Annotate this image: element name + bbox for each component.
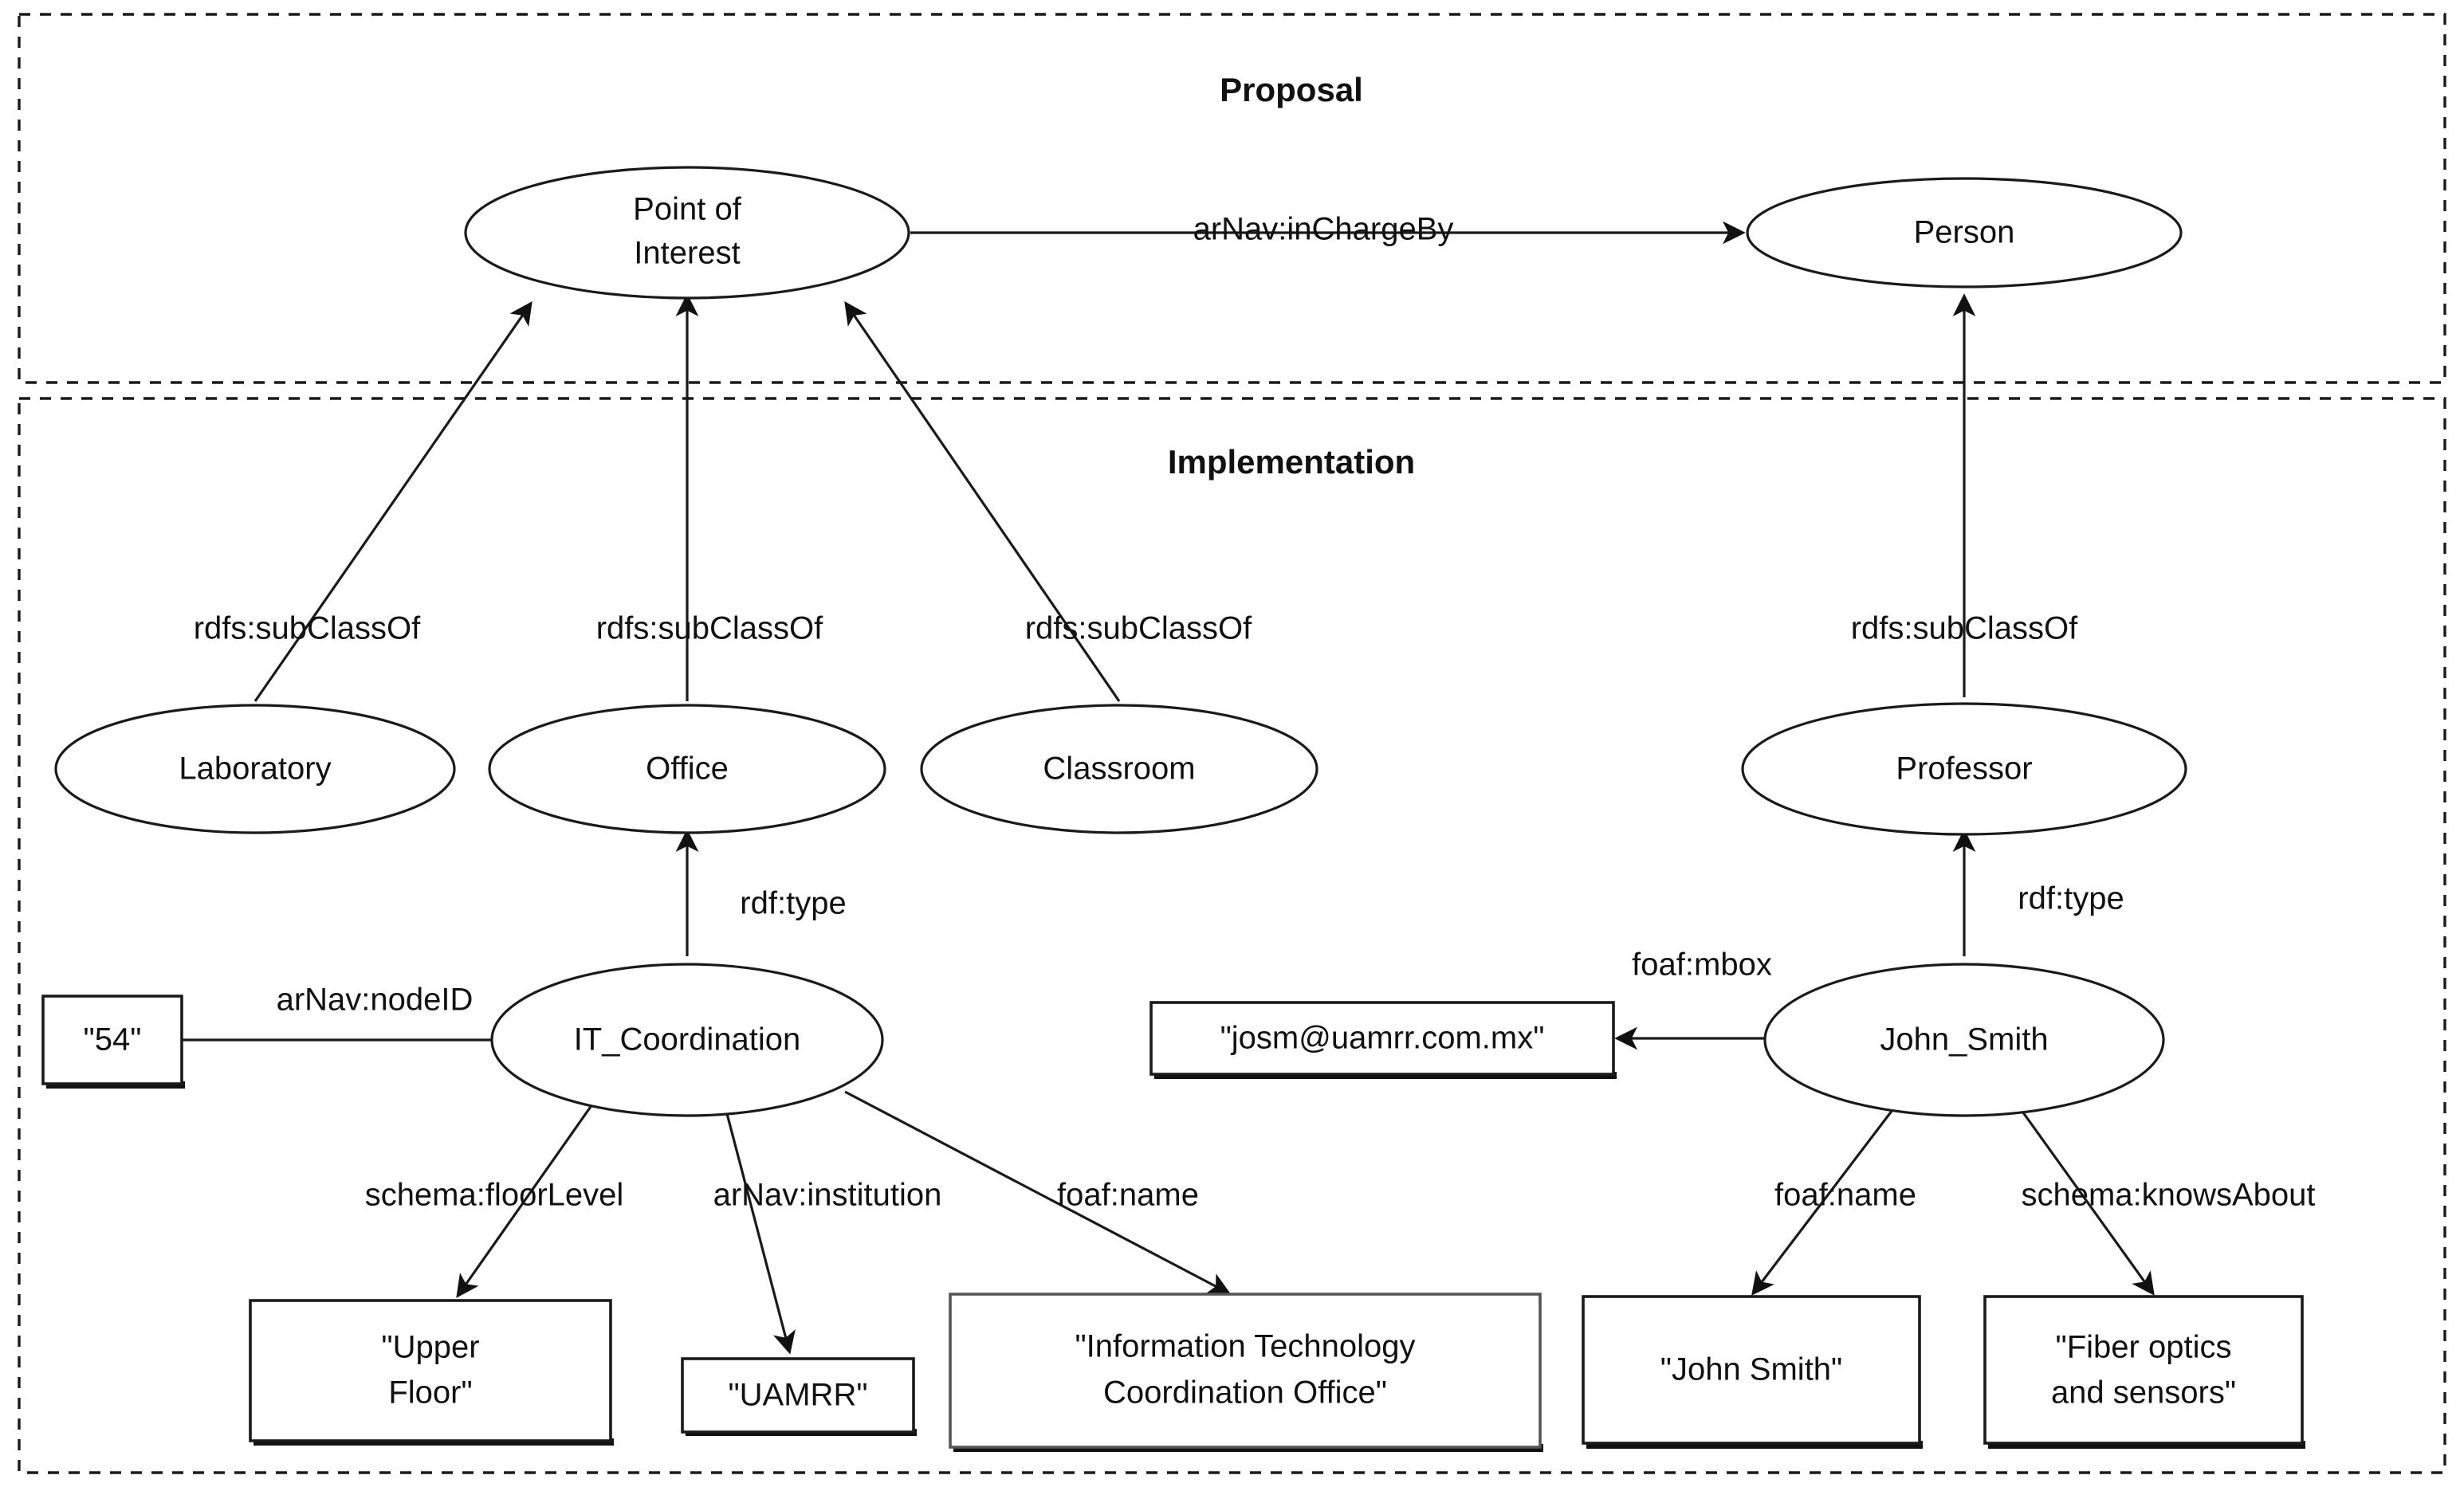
literal-mbox-text: "josm@uamrr.com.mx": [1220, 1021, 1545, 1056]
literal-upper-floor-box[interactable]: [249, 1299, 612, 1442]
node-point-of-interest[interactable]: Point of Interest: [464, 166, 910, 300]
literal-mbox-box[interactable]: [1149, 1001, 1615, 1076]
laboratory-ellipse[interactable]: [54, 704, 456, 834]
literal-it-office-text-line2: Coordination Office": [1103, 1375, 1387, 1410]
point-of-interest-ellipse[interactable]: [464, 166, 910, 300]
node-professor[interactable]: Professor: [1741, 702, 2187, 836]
edge-label-arnav-inchargeby: arNav:inChargeBy: [1193, 212, 1454, 247]
edge-label-office-subclassof: rdfs:subClassOf: [596, 611, 823, 646]
literal-node-it-office[interactable]: "Information Technology Coordination Off…: [949, 1293, 1543, 1452]
literal-node-uamrr[interactable]: "UAMRR": [681, 1357, 917, 1436]
node-laboratory[interactable]: Laboratory: [54, 704, 456, 834]
edge-label-foaf-name-itc: foaf:name: [1057, 1178, 1199, 1213]
literal-john-smith-name-text: "John Smith": [1660, 1352, 1843, 1387]
office-label: Office: [646, 751, 729, 787]
node-office[interactable]: Office: [488, 704, 886, 834]
edge-classroom-subclassof: [844, 301, 1121, 702]
literal-fiber-box[interactable]: [1983, 1295, 2304, 1445]
edge-label-classroom-subclassof: rdfs:subClassOf: [1025, 611, 1252, 646]
edge-label-foaf-name-js: foaf:name: [1774, 1178, 1916, 1213]
literal-john-smith-name-shadow: [1586, 1441, 1923, 1449]
professor-label: Professor: [1896, 751, 2032, 787]
group-frame-proposal: [18, 13, 2446, 384]
node-person[interactable]: Person: [1746, 177, 2183, 288]
literal-upper-floor-text-line1: "Upper: [381, 1330, 479, 1365]
literal-node-upper-floor[interactable]: "Upper Floor": [249, 1299, 614, 1446]
office-ellipse[interactable]: [488, 704, 886, 834]
john-smith-label: John_Smith: [1880, 1022, 2048, 1057]
edge-laboratory-subclassof: [253, 301, 532, 702]
literal-54-text: "54": [84, 1022, 142, 1057]
edge-label-professor-subclassof: rdfs:subClassOf: [1851, 611, 2078, 646]
node-it-coordination[interactable]: IT_Coordination: [490, 963, 884, 1117]
edge-foaf-name-js: [1751, 1103, 1899, 1296]
group-title-implementation: Implementation: [1168, 443, 1415, 481]
it-coordination-ellipse[interactable]: [490, 963, 884, 1117]
literal-john-smith-name-box[interactable]: [1582, 1295, 1921, 1445]
literal-fiber-text-line2: and sensors": [2051, 1375, 2236, 1410]
classroom-ellipse[interactable]: [920, 704, 1318, 834]
literal-upper-floor-text-line2: Floor": [388, 1375, 472, 1410]
literal-fiber-shadow: [1988, 1441, 2305, 1449]
literal-fiber-text-line1: "Fiber optics: [2056, 1330, 2232, 1365]
person-ellipse[interactable]: [1746, 177, 2183, 288]
professor-ellipse[interactable]: [1741, 702, 2187, 836]
classroom-label: Classroom: [1043, 751, 1195, 787]
group-title-proposal: Proposal: [1220, 71, 1363, 108]
literal-uamrr-box[interactable]: [681, 1357, 915, 1434]
literal-node-mbox[interactable]: "josm@uamrr.com.mx": [1149, 1001, 1617, 1079]
literal-it-office-text-line1: "Information Technology: [1075, 1329, 1415, 1364]
literal-it-office-box[interactable]: [949, 1293, 1542, 1449]
edge-label-arnav-nodeid: arNav:nodeID: [277, 983, 474, 1018]
edge-foaf-name-itc: [844, 1090, 1232, 1295]
literal-54-box[interactable]: [41, 995, 183, 1085]
laboratory-label: Laboratory: [179, 751, 331, 787]
edge-label-johnsmith-rdftype: rdf:type: [2018, 881, 2124, 916]
edge-label-laboratory-subclassof: rdfs:subClassOf: [194, 611, 421, 646]
edge-schema-knowsabout: [2015, 1103, 2155, 1296]
group-frame-implementation: [18, 397, 2446, 1474]
edge-label-itcoordination-rdftype: rdf:type: [740, 886, 846, 921]
edge-schema-floorlevel: [456, 1101, 595, 1298]
john-smith-ellipse[interactable]: [1763, 963, 2165, 1117]
edge-label-schema-floorlevel: schema:floorLevel: [365, 1178, 624, 1213]
person-label: Person: [1914, 215, 2015, 250]
node-john-smith[interactable]: John_Smith: [1763, 963, 2165, 1117]
literal-node-54[interactable]: "54": [41, 995, 185, 1089]
node-classroom[interactable]: Classroom: [920, 704, 1318, 834]
edge-label-schema-knowsabout: schema:knowsAbout: [2021, 1178, 2315, 1213]
point-of-interest-label-line2: Interest: [634, 236, 740, 271]
edge-arnav-institution: [724, 1107, 796, 1355]
edge-label-foaf-mbox: foaf:mbox: [1632, 948, 1772, 983]
literal-node-fiber[interactable]: "Fiber optics and sensors": [1983, 1295, 2305, 1449]
edge-label-arnav-institution: arNav:institution: [713, 1178, 942, 1213]
literal-uamrr-text: "UAMRR": [728, 1378, 867, 1413]
literal-node-john-smith-name[interactable]: "John Smith": [1582, 1295, 1923, 1449]
point-of-interest-label-line1: Point of: [633, 192, 742, 227]
it-coordination-label: IT_Coordination: [574, 1022, 801, 1057]
